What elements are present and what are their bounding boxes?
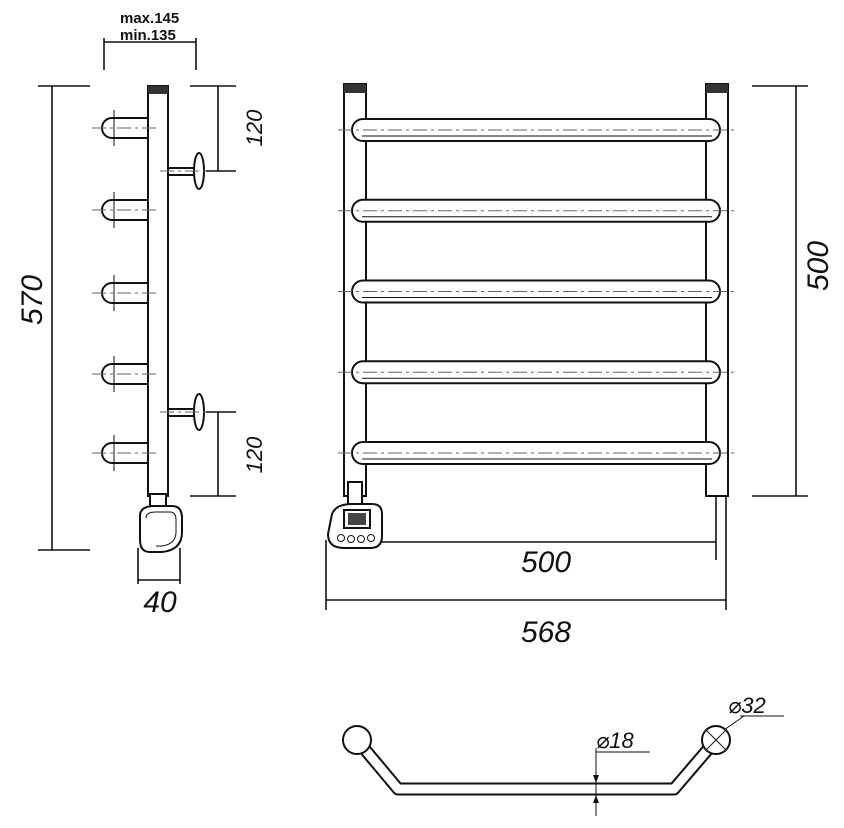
depth-dimension: max.145 min.135 — [103, 10, 197, 70]
side-rung — [92, 356, 160, 392]
heater-button — [347, 535, 355, 543]
wall-bracket-top — [160, 152, 216, 190]
riser-diameter-callout: ⌀32 — [723, 693, 784, 731]
side-heater — [139, 493, 183, 553]
riser-diameter-label: ⌀32 — [728, 693, 766, 718]
total-height-dimension: 570 — [16, 85, 90, 551]
bottom-offset-dimension: 120 — [190, 411, 267, 497]
rung-diameter-label: ⌀18 — [596, 728, 634, 753]
side-rung — [92, 110, 160, 146]
overall-width-label: 568 — [521, 616, 571, 649]
top-rung-outline — [352, 735, 721, 796]
top-offset-label: 120 — [242, 109, 267, 146]
front-rung — [338, 198, 736, 223]
total-height-label: 570 — [16, 275, 49, 325]
top-offset-dimension: 120 — [190, 85, 267, 172]
side-rung — [92, 275, 160, 311]
riser-height-dimension: 500 — [752, 85, 835, 497]
overall-width-dimension: 568 — [325, 496, 727, 649]
center-distance-dimension: 500 — [380, 496, 717, 579]
heater-screen — [348, 513, 366, 525]
heater-width-dimension: 40 — [137, 548, 181, 619]
side-rungs — [92, 110, 160, 471]
front-rungs — [338, 118, 736, 465]
top-rung-fill — [353, 737, 720, 794]
right-riser-cap — [706, 84, 728, 93]
side-view: max.145 min.135 570 — [16, 10, 267, 619]
top-left-riser — [342, 725, 372, 755]
riser-height-label: 500 — [802, 241, 835, 291]
front-view: 500 500 568 — [325, 83, 835, 649]
heater-width-label: 40 — [143, 586, 177, 619]
front-rung — [338, 441, 736, 465]
side-rung — [92, 192, 160, 228]
front-rung — [338, 279, 736, 304]
front-heater — [326, 481, 383, 549]
side-rung — [92, 435, 160, 471]
bottom-offset-label: 120 — [242, 436, 267, 473]
rung-diameter-callout: ⌀18 — [593, 728, 650, 816]
heater-button — [357, 535, 365, 543]
side-riser — [147, 85, 169, 497]
heater-button — [367, 534, 375, 542]
front-rung — [338, 118, 736, 142]
depth-max-label: max.145 — [120, 10, 179, 27]
left-riser-cap — [344, 84, 366, 93]
depth-min-label: min.135 — [120, 27, 176, 44]
front-rung — [338, 360, 736, 385]
side-riser-cap — [148, 86, 168, 94]
wall-bracket-bottom — [160, 393, 216, 431]
top-view: ⌀32 ⌀18 — [342, 693, 784, 816]
center-distance-label: 500 — [521, 546, 571, 579]
heater-button — [337, 534, 345, 542]
